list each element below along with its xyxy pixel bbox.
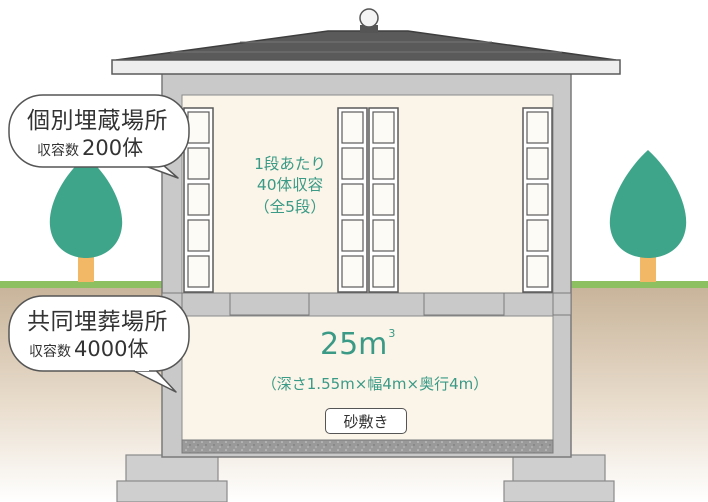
shelf-compartment [526, 111, 549, 144]
shelf-compartment [526, 255, 549, 288]
gravel-bed [181, 439, 554, 454]
shelf-note-line1: 1段あたり [254, 155, 326, 173]
shelf-compartment [372, 183, 395, 216]
shelf-compartment [187, 255, 210, 288]
footing-left [125, 454, 219, 483]
beam-right [503, 292, 554, 317]
beam-center [308, 292, 425, 317]
shelf-note-line2: 40体収容 [256, 176, 324, 194]
shelf-compartment [341, 255, 364, 288]
individual-capacity-prefix: 収容数 [37, 143, 79, 159]
tree-left [49, 156, 123, 282]
callout-joint [8, 295, 190, 393]
roof [111, 8, 621, 75]
footing-left-base [116, 480, 228, 502]
tree-right [609, 150, 687, 282]
shelf-note-line3: （全5段） [254, 198, 326, 216]
burial-shelves [183, 107, 553, 293]
shelf-compartment [187, 147, 210, 180]
individual-burial-title: 個別埋蔵場所 [27, 108, 168, 134]
footing-right-base [503, 480, 615, 502]
beam-left [181, 292, 231, 317]
volume-label: 25m3 [320, 327, 395, 362]
individual-capacity-value: 200体 [82, 136, 144, 160]
shelf-compartment [526, 183, 549, 216]
shelf-column-center-a [337, 107, 368, 293]
shelf-column-center-b [368, 107, 399, 293]
shelf-compartment [372, 147, 395, 180]
shelf-column-left [183, 107, 214, 293]
shelf-compartment [526, 147, 549, 180]
volume-value: 25m [320, 327, 388, 362]
joint-capacity-prefix: 収容数 [29, 344, 71, 360]
shelf-compartment [372, 219, 395, 252]
volume-superscript: 3 [388, 327, 396, 340]
shelf-compartment [372, 255, 395, 288]
shelf-column-right [522, 107, 553, 293]
joint-burial-title: 共同埋葬場所 [27, 309, 168, 335]
shelf-compartment [187, 183, 210, 216]
shelf-compartment [341, 111, 364, 144]
shelf-compartment [341, 219, 364, 252]
joint-capacity-value: 4000体 [74, 337, 149, 361]
shelf-compartment [341, 147, 364, 180]
callout-individual [8, 94, 190, 179]
shelf-compartment [526, 219, 549, 252]
shelf-compartment [187, 111, 210, 144]
shelf-compartment [187, 219, 210, 252]
sand-label: 砂敷き [325, 408, 407, 434]
shelf-compartment [341, 183, 364, 216]
dimensions-label: （深さ1.55m×幅4m×奥行4m） [261, 375, 489, 393]
footing-right [512, 454, 606, 483]
shelf-compartment [372, 111, 395, 144]
